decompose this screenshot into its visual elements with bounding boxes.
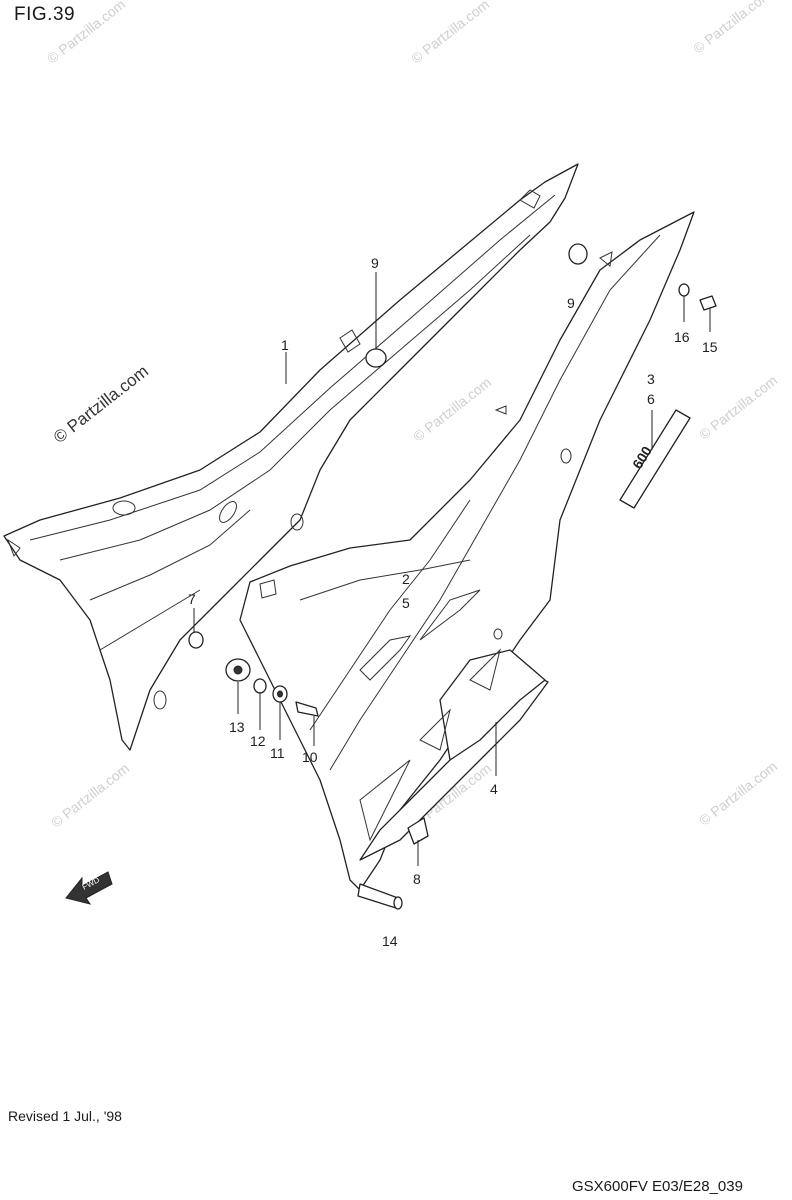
- fwd-arrow-icon: FWD: [65, 871, 113, 905]
- callout-5: 5: [402, 595, 410, 611]
- callout-16: 16: [674, 329, 690, 345]
- figure-title: FIG.39: [14, 4, 76, 25]
- callout-2: 2: [402, 571, 410, 587]
- callout-15: 15: [702, 339, 718, 355]
- callout-9-left: 9: [371, 255, 379, 271]
- emblem-600-part: 600: [619, 409, 691, 509]
- leader-lines: [193, 272, 711, 866]
- callout-13: 13: [229, 719, 245, 735]
- revision-note: Revised 1 Jul., '98: [8, 1108, 122, 1124]
- frame-cover-left-part: [3, 163, 579, 751]
- callout-6: 6: [647, 391, 655, 407]
- callout-labels: 1 2 3 4 5 6 7 8 9 9 10 11 12 13 14 15 16: [188, 255, 718, 949]
- callout-12: 12: [250, 733, 266, 749]
- callout-4: 4: [490, 781, 498, 797]
- callout-7: 7: [188, 591, 196, 607]
- callout-3: 3: [647, 371, 655, 387]
- callout-8: 8: [413, 871, 421, 887]
- callout-1: 1: [281, 337, 289, 353]
- callout-9-right: 9: [567, 295, 575, 311]
- callout-10: 10: [302, 749, 318, 765]
- lower-cover-part: [359, 628, 549, 861]
- side-cover-right-part: [239, 211, 695, 891]
- callout-14: 14: [382, 933, 398, 949]
- diagram-code: GSX600FV E03/E28_039: [572, 1178, 743, 1195]
- callout-11: 11: [270, 745, 285, 761]
- hardware-parts: [188, 243, 717, 910]
